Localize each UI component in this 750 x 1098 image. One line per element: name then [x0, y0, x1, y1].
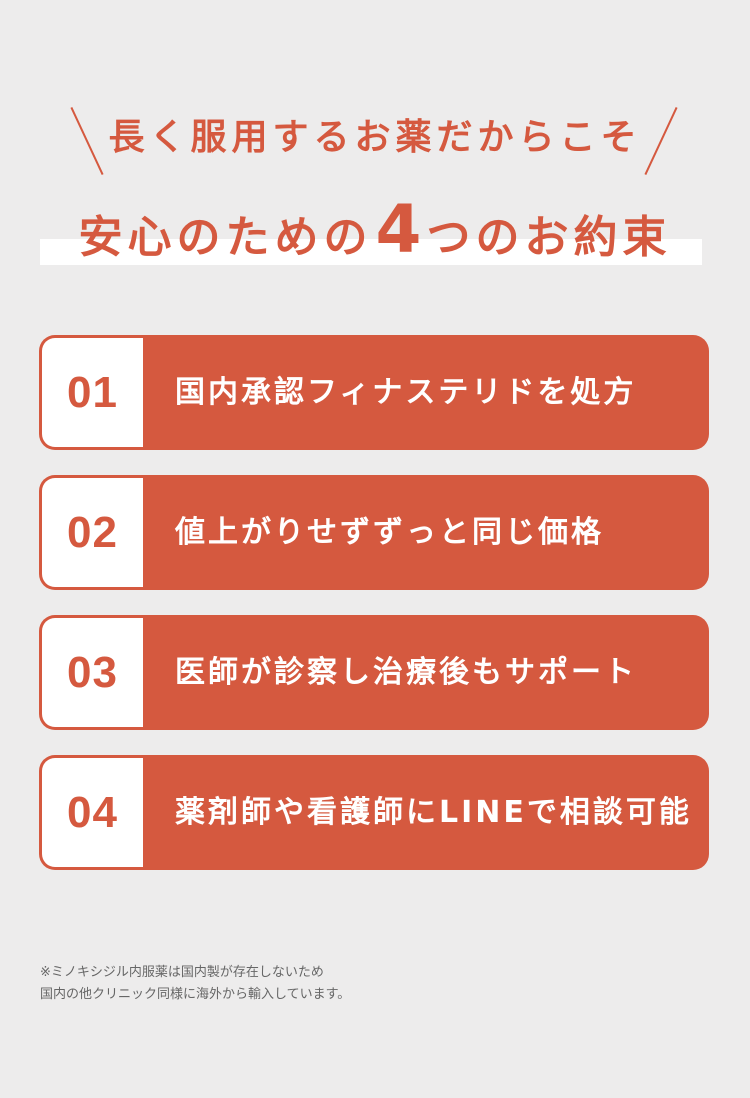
title-number: 4	[375, 191, 424, 268]
promise-text: 医師が診察し治療後もサポート	[175, 655, 637, 690]
promise-card-04: 04 薬剤師や看護師にLINEで相談可能	[39, 755, 709, 870]
title-before: 安心のための	[78, 212, 373, 263]
promise-text: 国内承認フィナステリドを処方	[175, 375, 637, 410]
promise-number: 01	[42, 338, 143, 447]
footnote-line-2: 国内の他クリニック同様に海外から輸入しています。	[40, 987, 351, 1002]
footnote-line-1: ※ミノキシジル内服薬は国内製が存在しないため	[40, 965, 324, 980]
promise-card-03: 03 医師が診察し治療後もサポート	[39, 615, 709, 730]
promise-text: 値上がりせずずっと同じ価格	[175, 515, 604, 550]
page-title: 安心のための4つのお約束	[40, 192, 710, 276]
left-slash-decoration	[70, 107, 104, 175]
promise-number: 03	[42, 618, 143, 727]
title-after: つのお約束	[426, 212, 672, 263]
promise-card-01: 01 国内承認フィナステリドを処方	[39, 335, 709, 450]
promise-number: 02	[42, 478, 143, 587]
promise-card-02: 02 値上がりせずずっと同じ価格	[39, 475, 709, 590]
page-subtitle: 長く服用するお薬だからこそ	[108, 117, 642, 158]
promise-number: 04	[42, 758, 143, 867]
title-highlight-bar	[40, 239, 702, 265]
header: 長く服用するお薬だからこそ 安心のための4つのお約束	[0, 0, 750, 290]
footnote: ※ミノキシジル内服薬は国内製が存在しないため 国内の他クリニック同様に海外から輸…	[40, 962, 720, 1006]
promise-text: 薬剤師や看護師にLINEで相談可能	[175, 795, 692, 830]
